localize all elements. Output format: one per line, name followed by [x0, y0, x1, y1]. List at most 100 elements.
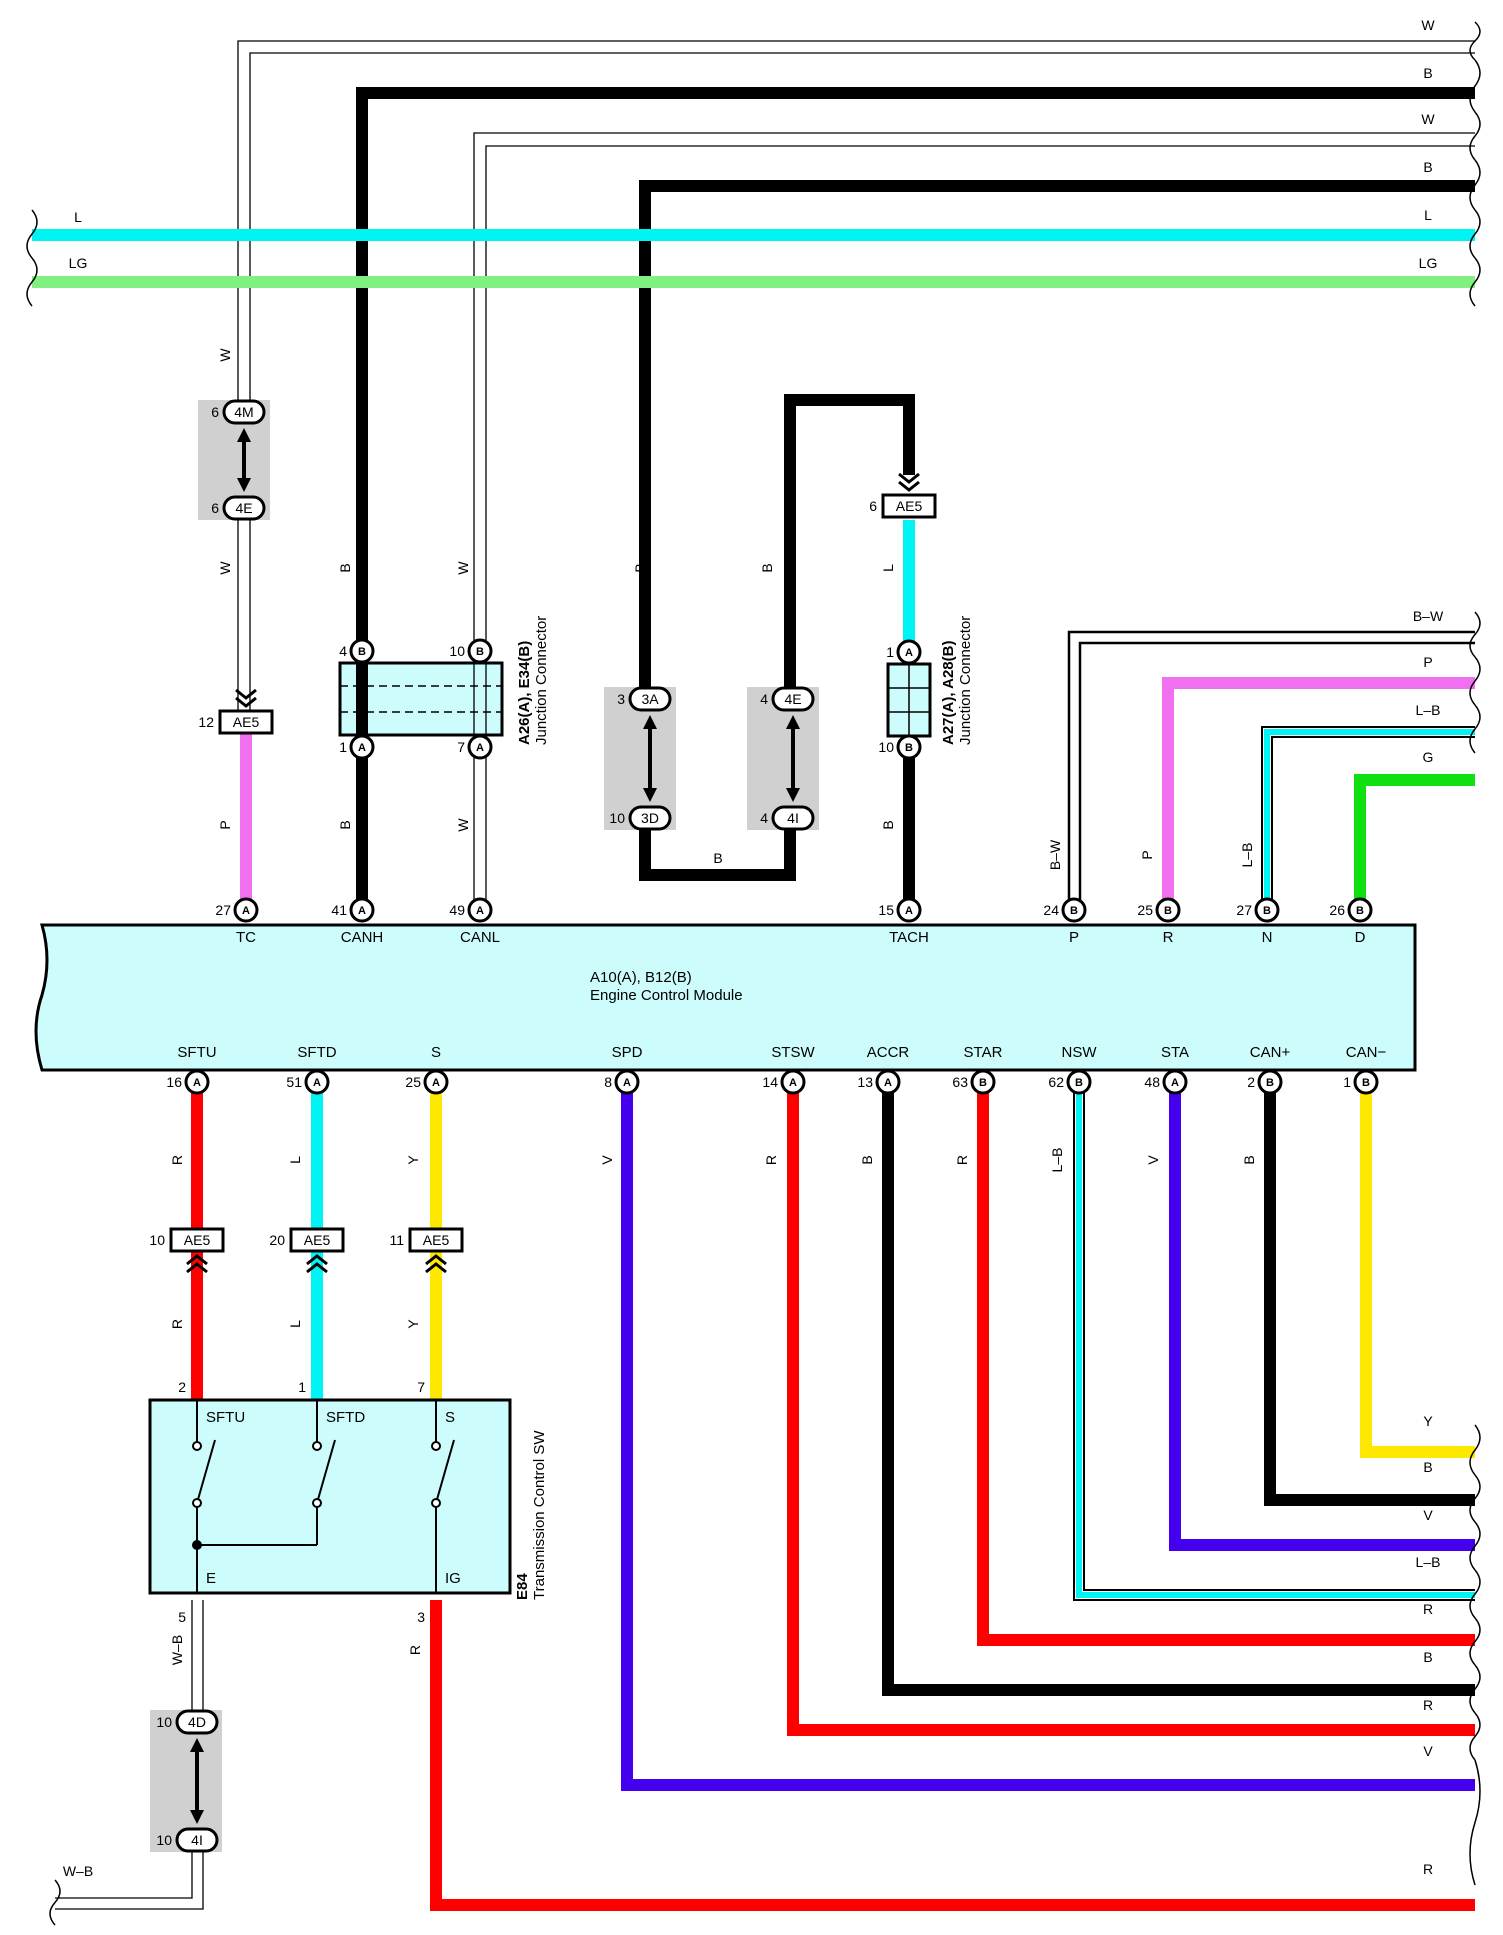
vertical-wire-label-15: L [287, 1156, 303, 1164]
jc1-terminal-3-pin: 7 [457, 739, 465, 755]
wires [32, 40, 1475, 1911]
ecm-bottom-terminal-10: B1 [1343, 1069, 1379, 1095]
vertical-wire-label-13: L–B [1239, 843, 1255, 868]
ecm-top-terminal-1: A41 [331, 897, 375, 923]
ecm-bottom-terminal-0-pin: 16 [166, 1074, 182, 1090]
junction-block-3-bottom-code: 4I [191, 1832, 203, 1848]
ecm-bottom-terminal-3-pin: 8 [604, 1074, 612, 1090]
ecm-top-terminal-2: A 49 [449, 897, 493, 923]
left-wire-label-0: L [74, 209, 82, 225]
ecm-top-terminal-3: A15 [878, 897, 922, 923]
jc1-terminal-1-pin: 10 [449, 643, 465, 659]
ecm-bottom-terminal-1-conn: A [313, 1077, 321, 1089]
wire-w-tc-b [249, 52, 1475, 715]
right-wire-label-5: LG [1419, 255, 1438, 271]
junction-block-1-bottom-pin: 10 [609, 810, 625, 826]
right-wire-label-10: Y [1423, 1413, 1433, 1429]
jc2-terminal-0-conn: A [905, 647, 913, 659]
ecm-bottom-signal-1: SFTD [297, 1044, 336, 1061]
jc1-terminal-3: A7 [457, 734, 493, 760]
jc1-terminal-0-conn: B [358, 646, 366, 658]
ecm-bottom-signal-3: SPD [612, 1044, 643, 1061]
ecm-bottom-terminal-10-pin: 1 [1343, 1074, 1351, 1090]
wire-v-sta [1169, 1080, 1475, 1551]
ecm-bottom-terminal-4-pin: 14 [762, 1074, 778, 1090]
vertical-wire-label-3: W [455, 561, 471, 575]
ecm-bottom-terminal-10-conn: B [1362, 1077, 1370, 1089]
vertical-wire-label-12: P [1139, 850, 1155, 859]
transmission-control-switch: SFTU SFTD S E IG 2 1 7 5 3 E84 Transmiss… [148, 1379, 548, 1625]
jc1-terminal-3-conn: A [476, 742, 484, 754]
jc2-terminal-1-pin: 10 [878, 739, 894, 755]
jc1-terminal-2: A1 [339, 734, 375, 760]
ecm-top-signal-4: P [1069, 929, 1079, 946]
vertical-wire-label-7: P [217, 820, 233, 829]
junction-block-0-bottom-pin: 6 [211, 500, 219, 516]
ecm-bottom-terminal-2-conn: A [432, 1077, 440, 1089]
right-break-0 [1469, 21, 1481, 61]
wire-lb-nsw-b [1083, 1080, 1475, 1591]
vertical-wire-label-19: B [859, 1155, 875, 1164]
right-break-14 [1469, 1569, 1481, 1619]
ecm-bottom-terminal-7: B62 [1048, 1069, 1092, 1095]
wire-g [1354, 774, 1475, 917]
left-break-0 [26, 209, 38, 259]
ecm-top-signal-7: D [1355, 929, 1366, 946]
right-wire-label-18: R [1423, 1861, 1433, 1877]
in-line-connector-1-pin: 6 [869, 498, 877, 514]
break-marks [26, 21, 1481, 1926]
right-break-9 [1469, 704, 1481, 754]
vertical-wire-label-2: B [337, 563, 353, 572]
ecm-bottom-terminal-6-conn: B [979, 1077, 987, 1089]
ecm-top-signal-3: TACH [889, 929, 929, 946]
vertical-wire-label-20: R [954, 1155, 970, 1165]
vertical-wire-label-16: Y [405, 1155, 421, 1165]
vertical-wire-label-17: V [599, 1155, 615, 1165]
sw-pin-s: 7 [417, 1379, 425, 1395]
ecm-top-terminal-3-pin: 15 [878, 902, 894, 918]
in-line-connector-3-pin: 20 [269, 1232, 285, 1248]
right-wire-label-4: L [1424, 207, 1432, 223]
wire-y-canminus [1360, 1080, 1475, 1458]
ecm-top-terminal-2-conn: A [476, 905, 484, 917]
right-break-17 [1469, 1712, 1481, 1761]
junction-block-1-top-pin: 3 [617, 691, 625, 707]
junction-block-2-bottom-pin: 4 [760, 810, 768, 826]
vertical-wire-label-24: R [169, 1319, 185, 1329]
sw-term-sftd: SFTD [326, 1409, 365, 1426]
ecm-ref: A10(A), B12(B) [590, 969, 692, 986]
sw-term-s: S [445, 1409, 455, 1426]
in-line-connector-0-code: AE5 [233, 714, 260, 730]
switch-name: Transmission Control SW [531, 1430, 548, 1600]
vertical-wire-label-27: W–B [169, 1635, 185, 1665]
jc2-name: Junction Connector [957, 616, 974, 745]
ecm-bottom-terminal-5: A13 [857, 1069, 901, 1095]
right-break-8 [1469, 656, 1481, 706]
jc1-name: Junction Connector [533, 616, 550, 745]
sw-term-e: E [206, 1570, 216, 1587]
vertical-wire-label-6: L [880, 564, 896, 572]
jc2-terminal-0-pin: 1 [886, 644, 894, 660]
wire-lb-top-b [1271, 736, 1475, 917]
jc1-terminal-0-pin: 4 [339, 643, 347, 659]
right-wire-label-6: B–W [1413, 608, 1444, 624]
in-line-connector-2-pin: 10 [149, 1232, 165, 1248]
junction-block-2-top-pin: 4 [760, 691, 768, 707]
right-wire-label-8: L–B [1416, 702, 1441, 718]
right-break-3 [1469, 159, 1481, 211]
jc1-terminal-1: B10 [449, 638, 493, 664]
ecm-top-terminal-2-pin: 49 [449, 902, 465, 918]
junction-connector-1: A26(A), E34(B) Junction Connector [338, 616, 550, 745]
right-wire-label-14: R [1423, 1601, 1433, 1617]
ecm-bottom-terminal-9-pin: 2 [1247, 1074, 1255, 1090]
ecm-bottom-terminal-6-pin: 63 [952, 1074, 968, 1090]
in-line-connector-3-code: AE5 [304, 1232, 331, 1248]
ecm-top-terminal-4-conn: B [1070, 905, 1078, 917]
right-wire-label-15: B [1423, 1649, 1432, 1665]
ecm-bottom-terminal-0-conn: A [193, 1077, 201, 1089]
junction-block-0-top-code: 4M [234, 404, 253, 420]
ecm-top-terminal-7-conn: B [1356, 905, 1364, 917]
